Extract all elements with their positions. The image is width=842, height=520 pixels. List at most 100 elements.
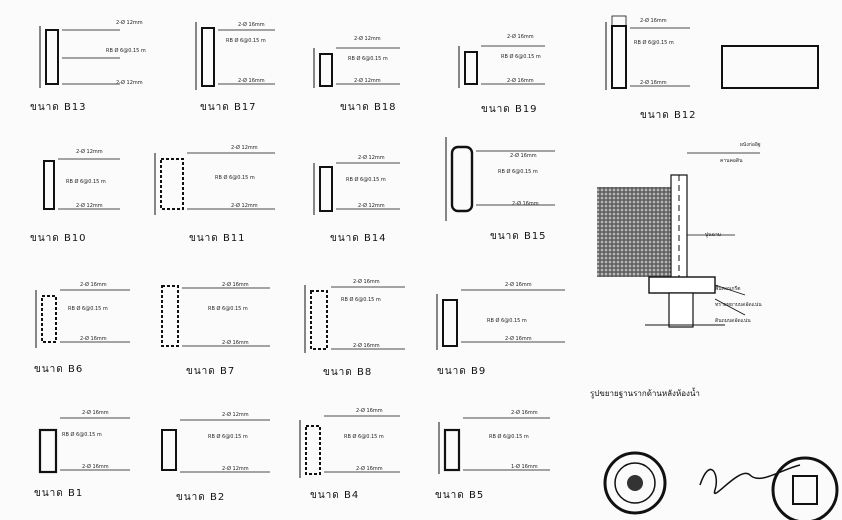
bottom-rebar-note: 2-Ø 12mm [354, 78, 381, 84]
beam-detail-b17: 2-Ø 16mm RB Ø 6@0.15 m 2-Ø 16mm ขนาด B17 [180, 8, 295, 118]
stirrup-note: RB Ø 6@0.15 m [348, 56, 388, 62]
top-rebar-note: 2-Ø 12mm [231, 145, 258, 151]
bottom-rebar-note: 2-Ø 16mm [507, 78, 534, 84]
bottom-rebar-note: 2-Ø 12mm [358, 203, 385, 209]
beam-label: ขนาด B1 [34, 488, 84, 499]
bottom-rebar-note: 2-Ø 12mm [231, 203, 258, 209]
bottom-rebar-note: 2-Ø 16mm [80, 336, 107, 342]
bottom-rebar-note: 2-Ø 12mm [116, 80, 143, 86]
top-rebar-note: 2-Ø 12mm [222, 412, 249, 418]
seal-stamp-icon [771, 456, 839, 520]
bottom-rebar-note: 1-Ø 16mm [511, 464, 538, 470]
beam-detail-b8: 2-Ø 16mm RB Ø 6@0.15 m 2-Ø 16mm ขนาด B8 [295, 265, 430, 380]
top-rebar-note: 2-Ø 16mm [353, 279, 380, 285]
top-rebar-note: 2-Ø 16mm [238, 22, 265, 28]
stirrup-note: RB Ø 6@0.15 m [634, 40, 674, 46]
beam-label: ขนาด B11 [189, 233, 246, 244]
beam-detail-b7: 2-Ø 16mm RB Ø 6@0.15 m 2-Ø 16mm ขนาด B7 [150, 270, 290, 380]
beam-label: ขนาด B14 [330, 233, 387, 244]
stirrup-note: RB Ø 6@0.15 m [66, 179, 106, 185]
stirrup-note: RB Ø 6@0.15 m [487, 318, 527, 324]
beam-label: ขนาด B6 [34, 364, 84, 375]
top-rebar-note: 2-Ø 12mm [358, 155, 385, 161]
beam-section-icon [445, 137, 555, 221]
detail-note: พื้นคอนกรีต [715, 286, 741, 292]
beam-section-icon [43, 158, 120, 210]
beam-section-icon [313, 47, 400, 88]
beam-section-icon [299, 415, 400, 478]
beam-section-icon [304, 285, 405, 353]
stirrup-note: RB Ø 6@0.15 m [106, 48, 146, 54]
top-rebar-note: 2-Ø 16mm [82, 410, 109, 416]
bottom-rebar-note: 2-Ø 16mm [356, 466, 383, 472]
beam-label: ขนาด B17 [200, 102, 257, 113]
stirrup-note: RB Ø 6@0.15 m [62, 432, 102, 438]
stirrup-note: RB Ø 6@0.15 m [208, 434, 248, 440]
top-rebar-note: 2-Ø 16mm [222, 282, 249, 288]
beam-label: ขนาด B12 [640, 110, 697, 121]
beam-detail-b19: 2-Ø 16mm RB Ø 6@0.15 m 2-Ø 16mm ขนาด B19 [445, 8, 570, 118]
beam-detail-b18: 2-Ø 12mm RB Ø 6@0.15 m 2-Ø 12mm ขนาด B18 [300, 8, 430, 118]
stirrup-note: RB Ø 6@0.15 m [341, 297, 381, 303]
detail-note: ทรายหยาบบดอัดแน่น [715, 302, 762, 308]
beam-detail-b5: 2-Ø 16mm RB Ø 6@0.15 m 1-Ø 16mm ขนาด B5 [425, 400, 575, 510]
bottom-rebar-note: 2-Ø 16mm [512, 201, 539, 207]
beam-detail-b4: 2-Ø 16mm RB Ø 6@0.15 m 2-Ø 16mm ขนาด B4 [290, 400, 430, 510]
beam-label: ขนาด B7 [186, 366, 236, 377]
foundation-detail: ผนังก่ออิฐ คานคอดิน ปูนฉาบ พื้นคอนกรีต ท… [585, 125, 840, 405]
beam-detail-b1: 2-Ø 16mm RB Ø 6@0.15 m 2-Ø 16mm ขนาด B1 [20, 400, 160, 510]
detail-note: คานคอดิน [720, 158, 743, 164]
stirrup-note: RB Ø 6@0.15 m [68, 306, 108, 312]
bottom-rebar-note: 2-Ø 12mm [76, 203, 103, 209]
top-rebar-note: 2-Ø 16mm [505, 282, 532, 288]
beam-section-icon [35, 289, 130, 348]
top-rebar-note: 2-Ø 16mm [507, 34, 534, 40]
beam-section-icon [161, 419, 270, 473]
bottom-rebar-note: 2-Ø 16mm [82, 464, 109, 470]
top-rebar-note: 2-Ø 16mm [510, 153, 537, 159]
stirrup-note: RB Ø 6@0.15 m [489, 434, 529, 440]
top-rebar-note: 2-Ø 16mm [640, 18, 667, 24]
beam-label: ขนาด B15 [490, 231, 547, 242]
top-rebar-note: 2-Ø 16mm [356, 408, 383, 414]
beam-detail-b6: 2-Ø 16mm RB Ø 6@0.15 m 2-Ø 16mm ขนาด B6 [20, 270, 160, 380]
detail-note: ผนังก่ออิฐ [740, 142, 761, 148]
stirrup-note: RB Ø 6@0.15 m [208, 306, 248, 312]
bottom-rebar-note: 2-Ø 16mm [222, 340, 249, 346]
top-rebar-note: 2-Ø 12mm [116, 20, 143, 26]
beam-label: ขนาด B4 [310, 490, 360, 501]
bottom-rebar-note: 2-Ø 16mm [238, 78, 265, 84]
beam-label: ขนาด B18 [340, 102, 397, 113]
stirrup-note: RB Ø 6@0.15 m [498, 169, 538, 175]
beam-detail-b2: 2-Ø 12mm RB Ø 6@0.15 m 2-Ø 12mm ขนาด B2 [150, 400, 290, 510]
beam-detail-b15: 2-Ø 16mm RB Ø 6@0.15 m 2-Ø 16mm ขนาด B15 [430, 125, 580, 250]
beam-detail-b9: 2-Ø 16mm RB Ø 6@0.15 m 2-Ø 16mm ขนาด B9 [425, 270, 585, 380]
beam-detail-b11: 2-Ø 12mm RB Ø 6@0.15 m 2-Ø 12mm ขนาด B11 [145, 135, 305, 250]
beam-section-icon [195, 22, 275, 90]
beam-label: ขนาด B8 [323, 367, 373, 378]
bottom-rebar-note: 2-Ø 12mm [222, 466, 249, 472]
detail-title: รูปขยายฐานรากด้านหลังห้องน้ำ [590, 389, 700, 398]
stirrup-note: RB Ø 6@0.15 m [226, 38, 266, 44]
top-rebar-note: 2-Ø 12mm [354, 36, 381, 42]
beam-label: ขนาด B19 [481, 104, 538, 115]
foundation-section-icon [597, 152, 760, 328]
beam-label: ขนาด B2 [176, 492, 226, 503]
beam-detail-b12: 2-Ø 16mm RB Ø 6@0.15 m 2-Ø 16mm ขนาด B12 [590, 8, 835, 123]
beam-section-icon [436, 289, 565, 350]
beam-section-icon [605, 15, 819, 90]
beam-label: ขนาด B13 [30, 102, 87, 113]
beam-section-icon [39, 26, 120, 88]
beam-section-icon [438, 417, 550, 474]
beam-section-icon [161, 285, 270, 347]
beam-section-icon [313, 162, 400, 215]
stirrup-note: RB Ø 6@0.15 m [501, 54, 541, 60]
beam-section-icon [458, 45, 545, 88]
signature-icon [699, 464, 801, 494]
beam-section-icon [154, 152, 275, 215]
beam-detail-b14: 2-Ø 12mm RB Ø 6@0.15 m 2-Ø 12mm ขนาด B14 [300, 135, 430, 250]
stirrup-note: RB Ø 6@0.15 m [215, 175, 255, 181]
beam-detail-b10: 2-Ø 12mm RB Ø 6@0.15 m 2-Ø 12mm ขนาด B10 [20, 135, 150, 250]
bottom-rebar-note: 2-Ø 16mm [640, 80, 667, 86]
